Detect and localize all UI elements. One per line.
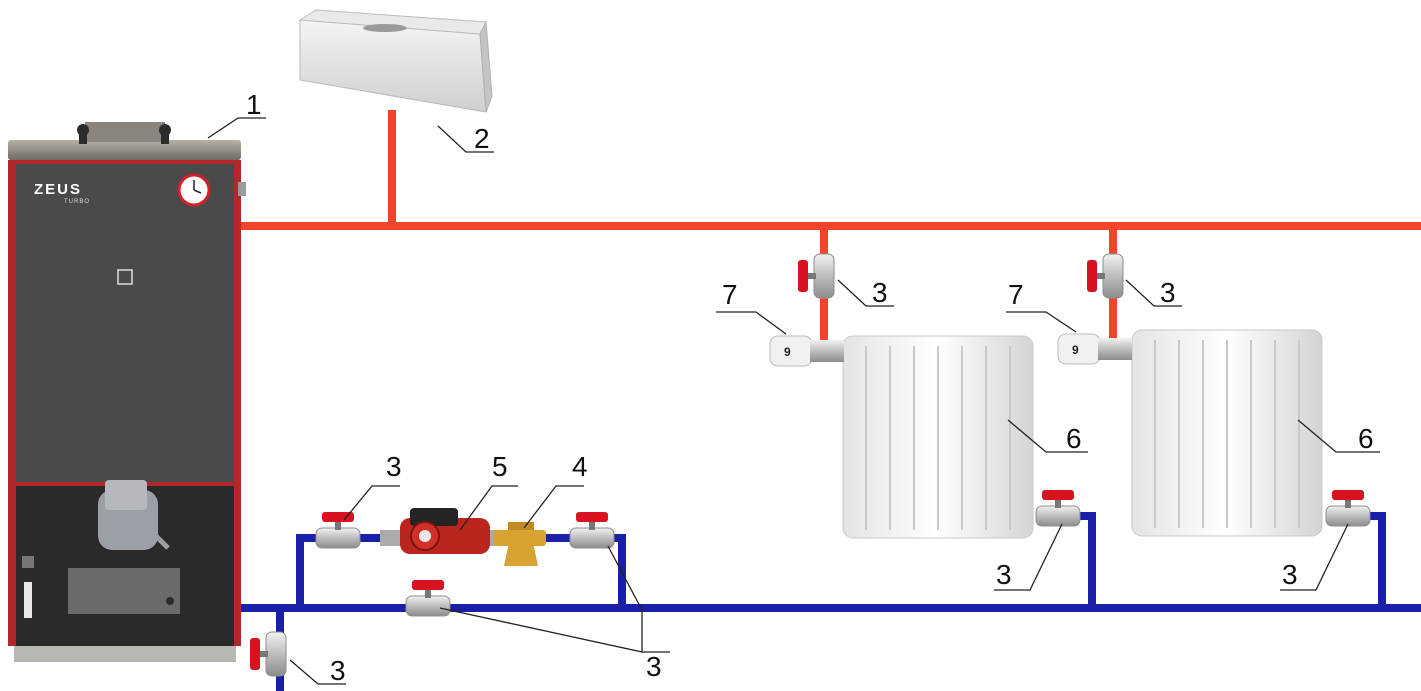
valve-radiator-1-supply: [798, 253, 835, 299]
ball-valves: [250, 253, 1371, 677]
callout-filter: 4: [572, 451, 588, 482]
valve-bypass: [405, 580, 451, 617]
valve-radiator-2-supply: [1087, 253, 1124, 299]
callout-radiator-2-return-valve: 3: [1282, 559, 1298, 590]
thermometer-gauge-icon: [177, 173, 211, 207]
radiator-2-return-pipe: [1330, 512, 1386, 608]
callout-valves-bypass: 3: [646, 651, 662, 682]
callout-radiator-1: 6: [1066, 423, 1082, 454]
radiator-1-return-pipe: [1040, 512, 1096, 608]
valve-handle-icon: [576, 512, 608, 522]
valve-drain: [250, 631, 287, 677]
callout-thermostatic-head-2: 7: [1008, 279, 1024, 310]
callout-pump: 5: [492, 451, 508, 482]
thermostatic-head-1: 9: [769, 335, 844, 367]
callout-boiler: 1: [246, 89, 262, 120]
expansion-tank: [298, 9, 493, 113]
valve-handle-icon: [1087, 260, 1097, 292]
supply-pipes: [240, 110, 1421, 350]
callout-drain-valve: 3: [330, 655, 346, 686]
thermostat-2-dial: 9: [1072, 343, 1079, 357]
valve-handle-icon: [322, 512, 354, 522]
blower-fan: [98, 480, 170, 550]
circulation-pump: [380, 508, 512, 554]
control-panel-icon: [117, 269, 133, 285]
valve-handle-icon: [798, 260, 808, 292]
callout-radiator-2: 6: [1358, 423, 1374, 454]
radiator-1: [842, 335, 1034, 539]
valve-handle-icon: [250, 638, 260, 670]
boiler-lid: [8, 140, 241, 160]
boiler-base: [14, 646, 236, 662]
thermostatic-head-2: 9: [1057, 333, 1132, 365]
valve-radiator-1-return: [1035, 490, 1081, 527]
boiler-model: TURBO: [64, 199, 90, 205]
callout-expansion-tank: 2: [474, 123, 490, 154]
callout-radiator-2-supply-valve: 3: [1160, 277, 1176, 308]
radiator-2: [1131, 329, 1323, 537]
boiler-brand: ZEUS: [34, 181, 82, 198]
callout-radiator-1-supply-valve: 3: [872, 277, 888, 308]
callout-valve-pump-inlet: 3: [386, 451, 402, 482]
valve-radiator-2-return: [1325, 490, 1371, 527]
callout-radiator-1-return-valve: 3: [996, 559, 1012, 590]
thermostat-1-dial: 9: [784, 345, 791, 359]
valve-handle-icon: [412, 580, 444, 590]
valve-pump-outlet: [569, 512, 615, 549]
ash-door: [68, 568, 180, 614]
fuel-door-handle: [24, 582, 32, 618]
valve-handle-icon: [1332, 490, 1364, 500]
boiler: ZEUS TURBO: [8, 122, 246, 662]
callout-numbers: 1 2 3 5 4 3 3 3 7 7 6 6 3 3 3: [246, 89, 1374, 686]
callout-leaders: [207, 117, 1380, 685]
boiler-front-panel: [16, 164, 234, 482]
callout-thermostatic-head-1: 7: [722, 279, 738, 310]
mesh-filter: [494, 522, 546, 566]
valve-pump-inlet: [315, 512, 361, 549]
valve-handle-icon: [1042, 490, 1074, 500]
